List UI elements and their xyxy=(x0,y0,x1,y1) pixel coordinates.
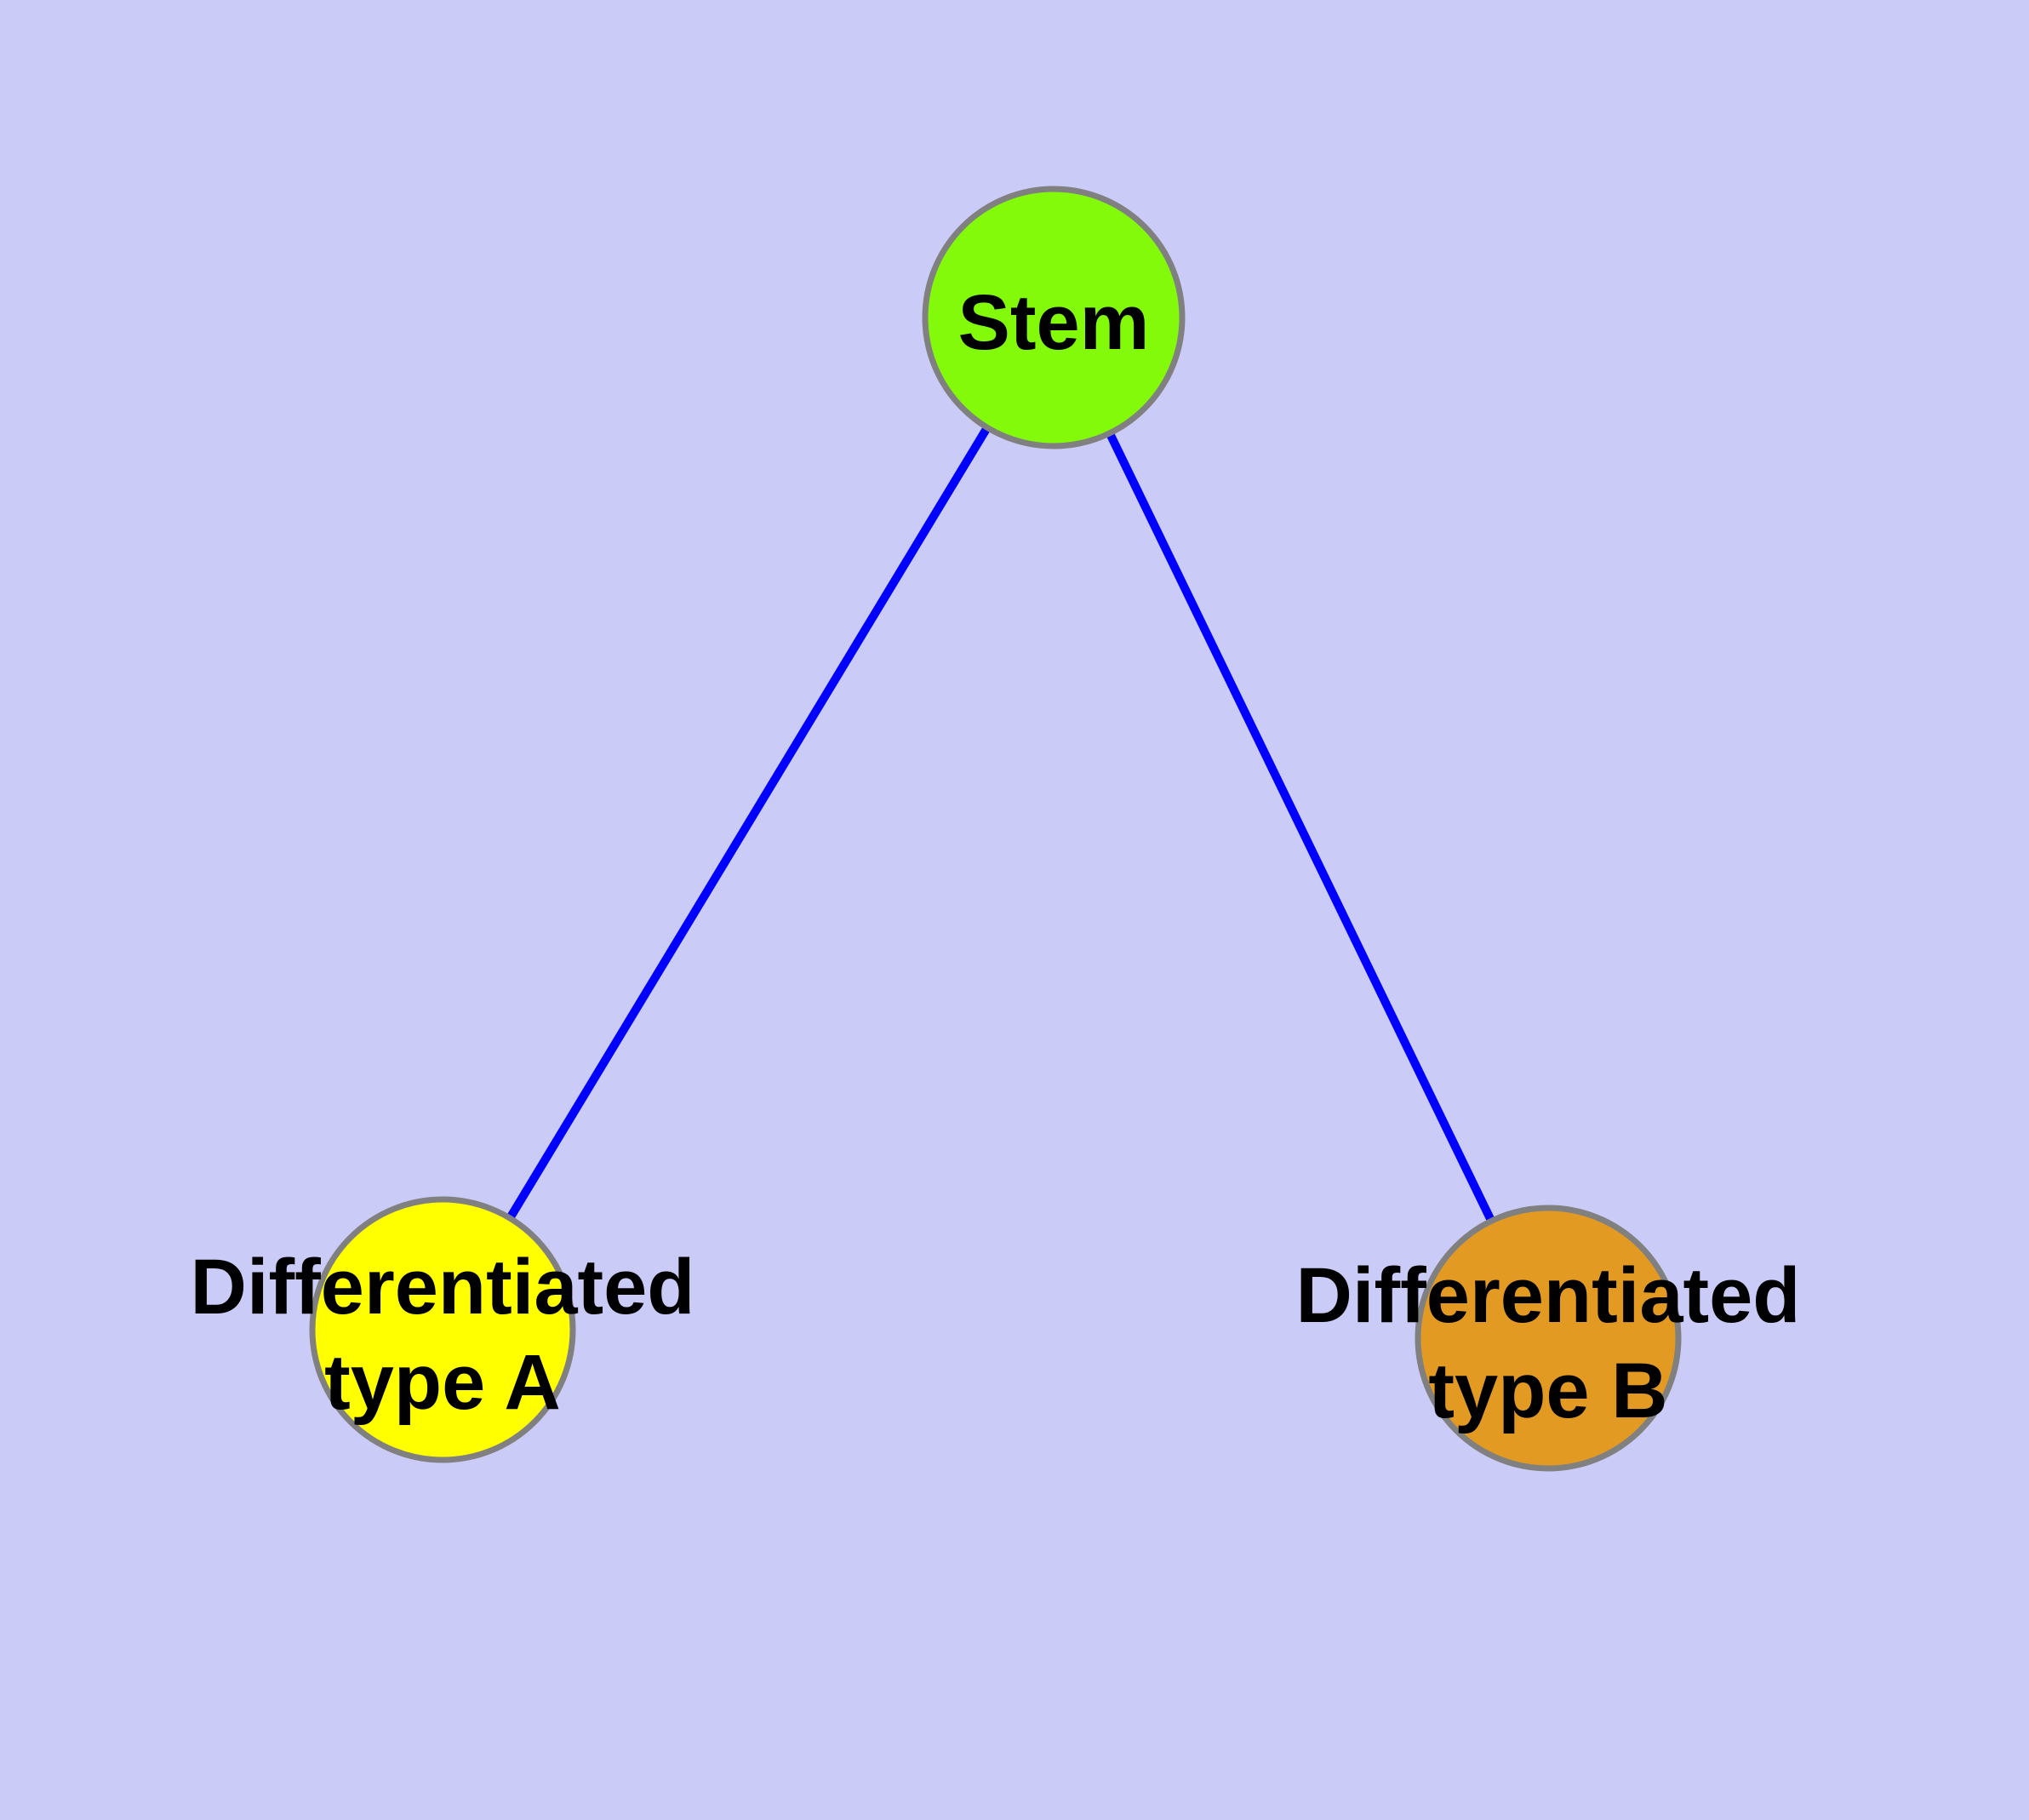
node-differentiated-type-a-circle xyxy=(309,1196,576,1463)
node-differentiated-type-a-label-line-2: type A xyxy=(324,1339,561,1426)
edge-stem-to-type-b xyxy=(1049,315,1552,1341)
node-stem-label: Stem xyxy=(958,279,1150,366)
edge-stem-to-type-a xyxy=(438,315,1058,1332)
node-differentiated-type-a-label-line-1: Differentiated xyxy=(191,1244,695,1331)
node-differentiated-type-b-label-line-2: type B xyxy=(1428,1348,1667,1434)
node-differentiated-type-b-label-line-1: Differentiated xyxy=(1296,1252,1801,1339)
node-differentiated-type-b-circle xyxy=(1415,1205,1682,1472)
node-stem-circle xyxy=(922,186,1186,449)
